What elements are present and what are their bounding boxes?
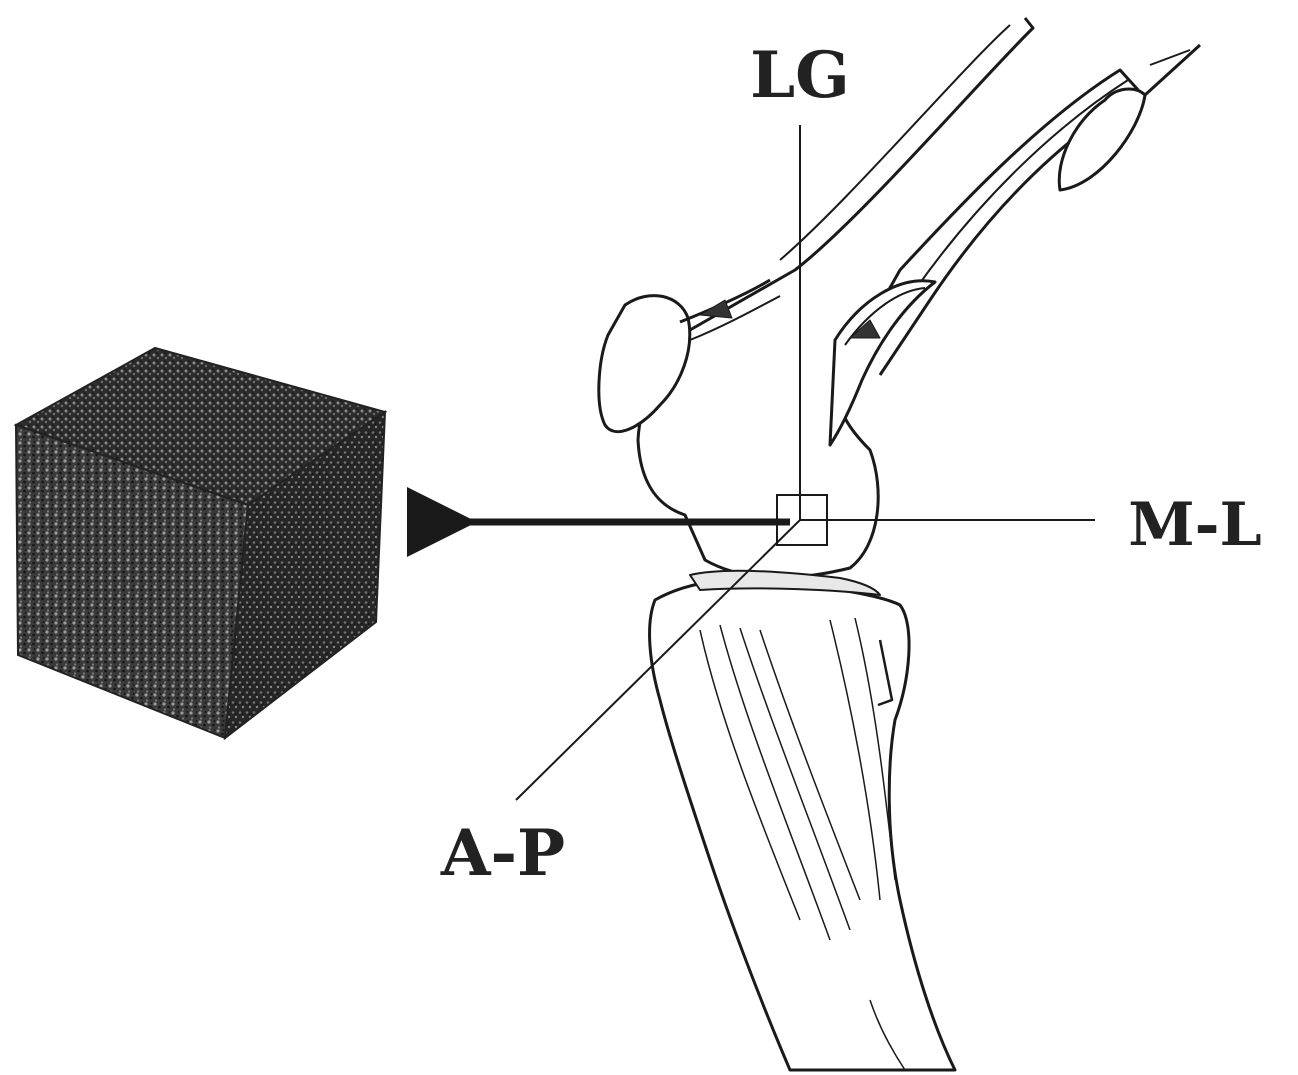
bone-sample-cube: [16, 348, 385, 738]
knee-joint-illustration: [599, 18, 1200, 1070]
tibia: [650, 579, 955, 1070]
label-lg: LG: [750, 38, 850, 113]
label-ml: M-L: [1128, 490, 1262, 560]
label-ap: A-P: [440, 816, 565, 891]
